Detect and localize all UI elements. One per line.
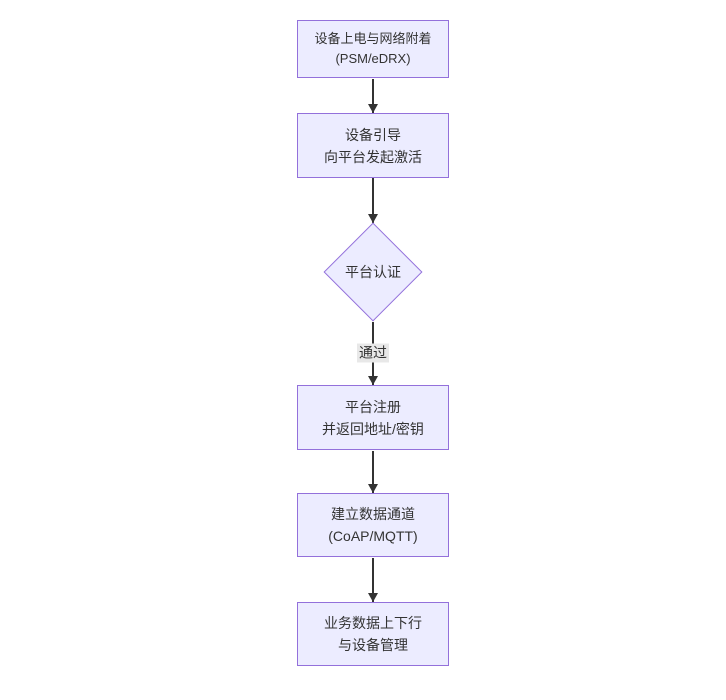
- node-label-line: 并返回地址/密钥: [322, 420, 424, 437]
- node-label-line: 建立数据通道: [331, 506, 415, 522]
- node-label-line: 设备上电与网络附着: [314, 31, 432, 46]
- node-platform-register: 平台注册 并返回地址/密钥: [297, 385, 449, 450]
- node-bootstrap: 设备引导 向平台发起激活: [297, 113, 449, 178]
- edge-label-pass: 通过: [357, 343, 389, 363]
- node-label-line: 平台认证: [345, 264, 401, 280]
- node-power-attach: 设备上电与网络附着 (PSM/eDRX): [297, 20, 449, 78]
- node-label-line: 与设备管理: [338, 637, 408, 653]
- edge-register-to-channel: [367, 451, 378, 493]
- node-label-line: 业务数据上下行: [324, 615, 422, 631]
- node-platform-auth-decision: 平台认证: [323, 222, 423, 322]
- arrowhead-down-icon: [367, 593, 378, 602]
- arrowhead-down-icon: [367, 484, 378, 493]
- edge-bootstrap-to-auth: [367, 178, 378, 223]
- edge-power-to-bootstrap: [367, 79, 378, 113]
- arrowhead-down-icon: [367, 214, 378, 223]
- node-data-channel: 建立数据通道 (CoAP/MQTT): [297, 493, 449, 557]
- edge-channel-to-business: [367, 558, 378, 602]
- node-label-line: 向平台发起激活: [324, 148, 422, 165]
- node-label-line: (PSM/eDRX): [335, 51, 411, 66]
- arrowhead-down-icon: [367, 376, 378, 385]
- node-label-line: 平台注册: [345, 398, 401, 415]
- arrowhead-down-icon: [367, 104, 378, 113]
- node-label-line: 设备引导: [345, 126, 401, 143]
- node-label-line: (CoAP/MQTT): [328, 528, 418, 544]
- node-business-data: 业务数据上下行 与设备管理: [297, 602, 449, 666]
